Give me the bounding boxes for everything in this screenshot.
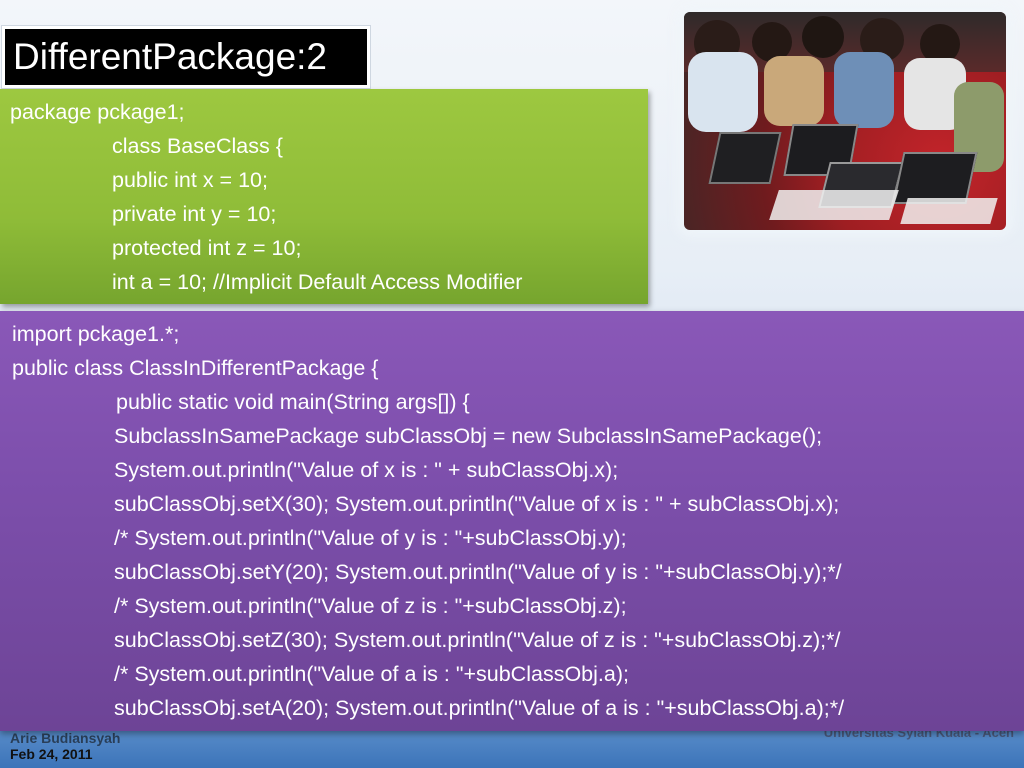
different-package-code-block: import pckage1.*; public class ClassInDi… xyxy=(0,311,1024,731)
code-line: public class ClassInDifferentPackage { xyxy=(12,356,379,380)
footer-author: Arie Budiansyah xyxy=(10,730,121,746)
code-line: public static void main(String args[]) { xyxy=(116,390,470,414)
code-line: /* System.out.println("Value of a is : "… xyxy=(114,662,629,686)
code-line: protected int z = 10; xyxy=(112,236,302,260)
code-line: package pckage1; xyxy=(10,100,185,124)
code-line: public int x = 10; xyxy=(112,168,268,192)
children-with-laptops-photo xyxy=(684,12,1006,230)
code-line: SubclassInSamePackage subClassObj = new … xyxy=(114,424,823,448)
base-class-code-block: package pckage1; class BaseClass { publi… xyxy=(0,89,648,304)
code-line: import pckage1.*; xyxy=(12,322,180,346)
code-line: /* System.out.println("Value of y is : "… xyxy=(114,526,627,550)
code-line: private int y = 10; xyxy=(112,202,277,226)
code-line: /* System.out.println("Value of z is : "… xyxy=(114,594,627,618)
code-line: subClassObj.setY(20); System.out.println… xyxy=(114,560,842,584)
code-line: subClassObj.setZ(30); System.out.println… xyxy=(114,628,841,652)
slide-title: DifferentPackage:2 xyxy=(2,26,370,88)
footer-left: Arie Budiansyah Feb 24, 2011 xyxy=(10,730,120,762)
code-line: subClassObj.setX(30); System.out.println… xyxy=(114,492,840,516)
code-line: System.out.println("Value of x is : " + … xyxy=(114,458,619,482)
code-line: int a = 10; //Implicit Default Access Mo… xyxy=(112,270,523,294)
footer-date: Feb 24, 2011 xyxy=(10,746,93,762)
code-line: class BaseClass { xyxy=(112,134,283,158)
code-line: subClassObj.setA(20); System.out.println… xyxy=(114,696,845,720)
